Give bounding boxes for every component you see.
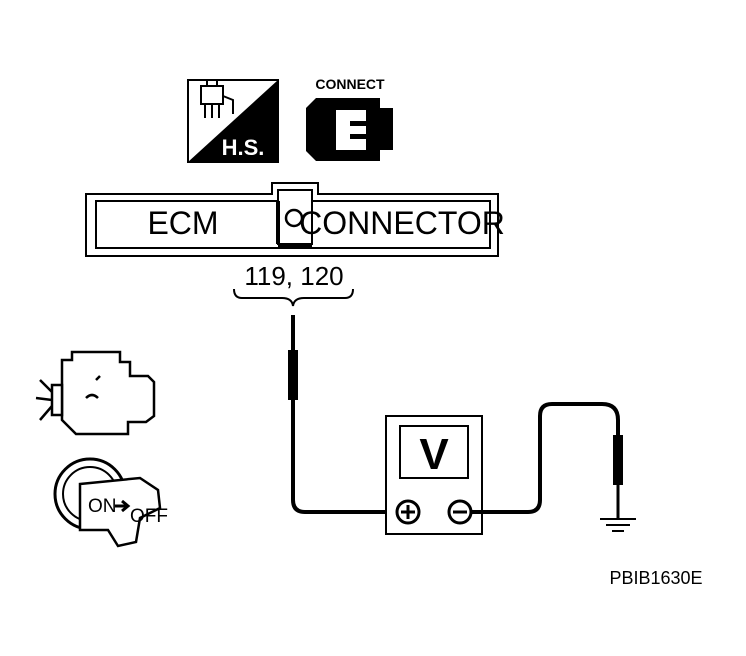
harness-side-icon: H.S.	[187, 79, 279, 163]
engine-icon	[35, 350, 156, 436]
positive-terminal	[395, 499, 421, 525]
ecm-label: ECM	[147, 205, 218, 241]
positive-test-lead	[288, 315, 398, 514]
connector-lock-icon	[284, 208, 304, 228]
terminal-bracket	[233, 288, 354, 307]
negative-test-lead	[471, 402, 623, 518]
ignition-key-icon: ON OFF	[53, 457, 168, 548]
connect-label: CONNECT	[315, 76, 385, 92]
connector-label: CONNECTOR	[299, 205, 505, 241]
ignition-off-label: OFF	[130, 506, 168, 527]
terminal-numbers: 119, 120	[244, 261, 343, 291]
connector-plug-icon: CONNECT	[306, 76, 393, 161]
figure-code: PBIB1630E	[609, 568, 702, 588]
ecm-connector: ECM CONNECTOR	[85, 182, 505, 257]
voltmeter-label: V	[419, 430, 449, 479]
ignition-on-label: ON	[88, 496, 117, 517]
voltmeter: V	[385, 415, 483, 535]
negative-terminal	[447, 499, 473, 525]
hs-label: H.S.	[222, 135, 265, 160]
ground-icon	[600, 518, 636, 532]
